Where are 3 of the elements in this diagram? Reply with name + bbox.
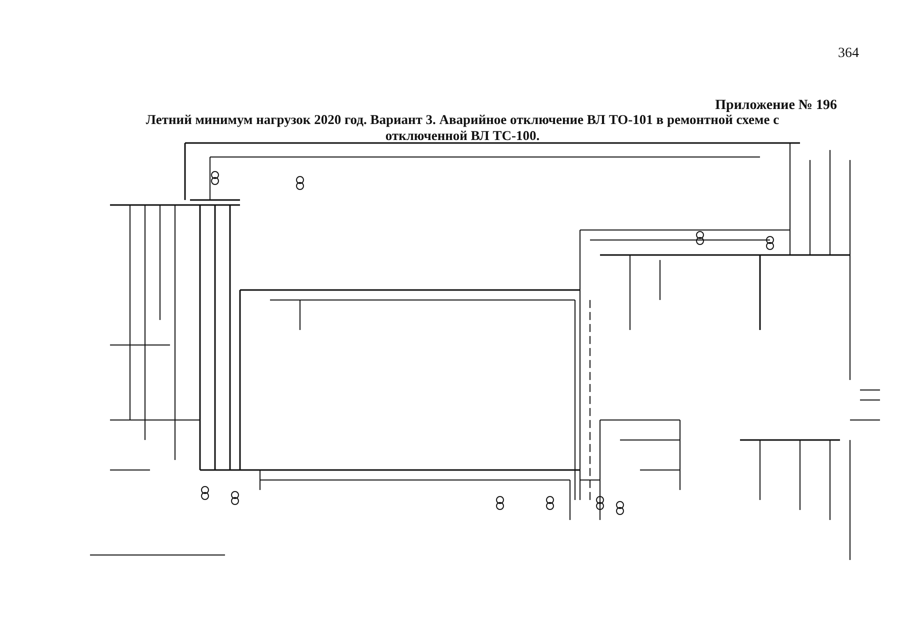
page-number: 364 bbox=[838, 46, 859, 62]
diagram-title: Летний минимум нагрузок 2020 год. Вариант 3. Аварийное отключение ВЛ ТО-101 в ремонтной схеме с отключенной ВЛ ТС-100. bbox=[144, 112, 780, 144]
appendix-heading: Приложение № 196 bbox=[715, 98, 837, 114]
